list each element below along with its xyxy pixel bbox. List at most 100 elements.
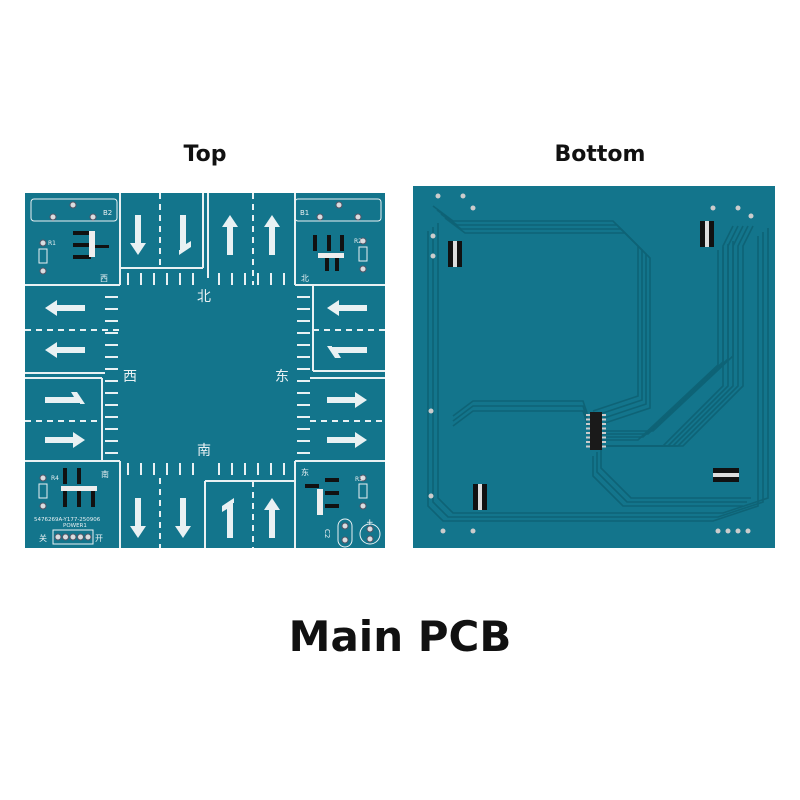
led-component — [73, 255, 91, 259]
ic-pin — [602, 427, 606, 430]
led-component — [77, 468, 81, 484]
ic-pin — [602, 445, 606, 448]
via-hole — [710, 205, 716, 211]
via-hole — [430, 233, 436, 239]
copper-trace — [603, 241, 734, 432]
copper-trace — [588, 225, 734, 447]
r4-label: R4 — [51, 475, 59, 482]
led-component — [73, 231, 91, 235]
arrow-left-icon — [45, 300, 85, 316]
resistor-outline — [358, 483, 368, 499]
copper-trace — [444, 217, 651, 424]
solder-pad — [62, 533, 69, 541]
arrow-left-icon — [327, 300, 367, 316]
copper-trace — [452, 405, 589, 422]
solder-pad — [341, 536, 349, 544]
solder-pad — [335, 201, 343, 209]
solder-pad — [39, 502, 47, 510]
solder-pad — [39, 239, 47, 247]
led-holder — [61, 486, 97, 491]
led-holder — [318, 253, 344, 258]
arrow-down-icon — [130, 498, 146, 538]
ic-pin — [586, 427, 590, 430]
led-component — [305, 484, 319, 488]
ic-pin — [602, 414, 606, 416]
via-hole — [440, 528, 446, 534]
main-title: Main PCB — [288, 612, 512, 661]
led-holder — [89, 231, 95, 257]
b2-label: B2 — [103, 209, 112, 217]
ic-chip — [590, 412, 602, 450]
led-component — [63, 468, 67, 484]
south-corner-label: 南 — [101, 469, 109, 479]
led-component — [335, 257, 339, 271]
arrow-down-icon — [130, 215, 146, 255]
power-header-outline — [52, 529, 94, 545]
via-hole — [460, 193, 466, 199]
led-component — [325, 504, 339, 508]
led-component — [91, 491, 95, 507]
ic-pin — [602, 418, 606, 421]
via-hole — [735, 528, 741, 534]
ic-pin — [586, 432, 590, 434]
ic-pin — [602, 432, 606, 434]
solder-pads — [428, 193, 754, 534]
bottom-side-label: Bottom — [554, 142, 646, 167]
copper-trace — [596, 452, 747, 503]
lane-arrows — [45, 215, 367, 538]
arrow-right-icon — [45, 432, 85, 448]
solder-pad — [359, 265, 367, 273]
east-label: 东 — [275, 369, 289, 385]
north-label: 北 — [197, 289, 211, 305]
via-hole — [745, 528, 751, 534]
ic-pin — [586, 436, 590, 439]
arrow-up-icon — [222, 498, 234, 538]
led-component — [340, 235, 344, 251]
arrow-up-icon — [264, 498, 280, 538]
led-component — [95, 245, 109, 248]
solder-pad — [341, 522, 349, 530]
solder-pad — [359, 237, 367, 245]
copper-trace — [452, 400, 589, 417]
solder-pad — [89, 213, 97, 221]
north-corner-label: 北 — [301, 274, 309, 283]
components — [30, 198, 382, 548]
copper-trace — [432, 227, 764, 518]
ic-pin — [602, 423, 606, 425]
copper-trace — [437, 223, 769, 514]
arrow-right-icon — [327, 432, 367, 448]
solder-pad — [69, 533, 77, 541]
arrow-right-icon — [327, 392, 367, 408]
ic-pin — [586, 418, 590, 421]
copper-trace — [452, 410, 589, 427]
copper-trace — [592, 456, 743, 507]
b1-label: B1 — [300, 209, 309, 217]
arrow-left-icon — [327, 346, 367, 358]
solder-pad — [316, 213, 324, 221]
solder-pad — [49, 213, 57, 221]
west-corner-label: 西 — [100, 274, 108, 283]
capacitor-outline — [337, 518, 353, 548]
east-corner-label: 东 — [301, 467, 309, 477]
via-hole — [725, 528, 731, 534]
solder-pad — [359, 502, 367, 510]
solder-pad — [84, 533, 92, 541]
led-component — [325, 491, 339, 495]
buzzer-outline — [294, 198, 382, 222]
copper-trace — [600, 448, 751, 499]
solder-pad — [354, 213, 362, 221]
arrow-up-icon — [264, 215, 280, 255]
via-hole — [470, 205, 476, 211]
copper-trace — [593, 247, 724, 438]
via-hole — [435, 193, 441, 199]
solder-pad — [39, 267, 47, 275]
r2-label: R2 — [354, 238, 362, 245]
solder-pad — [54, 533, 62, 541]
on-label: 开 — [95, 534, 103, 543]
led-component — [325, 478, 339, 482]
solder-pad — [366, 525, 374, 533]
part-number: 5476269A-Y177-250906 — [34, 517, 101, 523]
power-label: POWER1 — [63, 523, 87, 529]
copper-trace — [427, 231, 759, 522]
via-hole — [428, 408, 434, 414]
